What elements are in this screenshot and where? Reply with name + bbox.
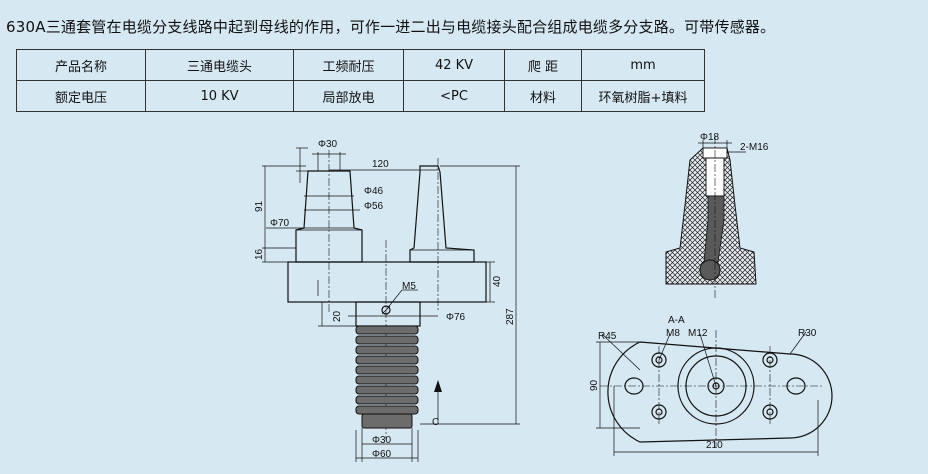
table-cell: 三通电缆头 — [145, 49, 294, 81]
table-row: 产品名称 三通电缆头 工频耐压 42 KV 爬 距 mm — [16, 49, 705, 81]
table-cell: 局部放电 — [293, 80, 404, 112]
dim-label: M12 — [688, 328, 708, 339]
dim-label: 91 — [254, 200, 265, 212]
bellows — [355, 325, 419, 429]
dim-label: Φ70 — [270, 218, 290, 229]
product-description: 630A三通套管在电缆分支线路中起到母线的作用，可作一进二出与电缆接头配合组成电… — [6, 18, 776, 36]
dim-label: 210 — [706, 440, 723, 451]
dim-label: 20 — [332, 310, 343, 322]
table-cell: 产品名称 — [16, 49, 146, 81]
right-cone — [409, 165, 475, 263]
dim-label: M8 — [666, 328, 680, 339]
dim-label: 16 — [254, 248, 265, 260]
dim-label: 2-M16 — [740, 142, 769, 153]
dim-label: M5 — [402, 281, 416, 292]
side-view: Φ18 2-M16 — [665, 132, 769, 300]
table-cell: 工频耐压 — [293, 49, 404, 81]
table-cell: 材料 — [504, 80, 582, 112]
dim-label: Φ30 — [318, 139, 338, 150]
dim-label: 40 — [492, 275, 503, 287]
plan-view: A-A R45 M8 M12 R30 90 210 — [589, 315, 833, 456]
dim-label: Φ30 — [372, 435, 392, 446]
table-cell: <PC — [403, 80, 505, 112]
dim-label: 120 — [372, 159, 389, 170]
table-cell: 10 KV — [145, 80, 294, 112]
dim-label: Φ60 — [372, 449, 392, 460]
spec-table: 产品名称 三通电缆头 工频耐压 42 KV 爬 距 mm 额定电压 10 KV … — [16, 49, 705, 112]
dim-label: Φ46 — [364, 186, 384, 197]
plan-outline — [607, 341, 833, 443]
table-cell: 额定电压 — [16, 80, 146, 112]
dim-label: 287 — [505, 308, 516, 325]
dim-label: 90 — [589, 379, 600, 391]
dim-label: A-A — [668, 315, 685, 326]
dim-label: Φ18 — [700, 132, 720, 143]
table-row: 额定电压 10 KV 局部放电 <PC 材料 环氧树脂+填料 — [16, 80, 705, 112]
table-cell: 环氧树脂+填料 — [581, 80, 705, 112]
dim-label: Φ56 — [364, 201, 384, 212]
dim-label: R45 — [598, 331, 617, 342]
table-cell: 42 KV — [403, 49, 505, 81]
dim-label: C — [432, 417, 439, 428]
front-view: Φ30 120 Φ46 Φ56 91 Φ70 16 M5 40 Φ76 20 2… — [254, 139, 520, 462]
dim-label: R30 — [798, 328, 817, 339]
dim-label: Φ76 — [446, 312, 466, 323]
